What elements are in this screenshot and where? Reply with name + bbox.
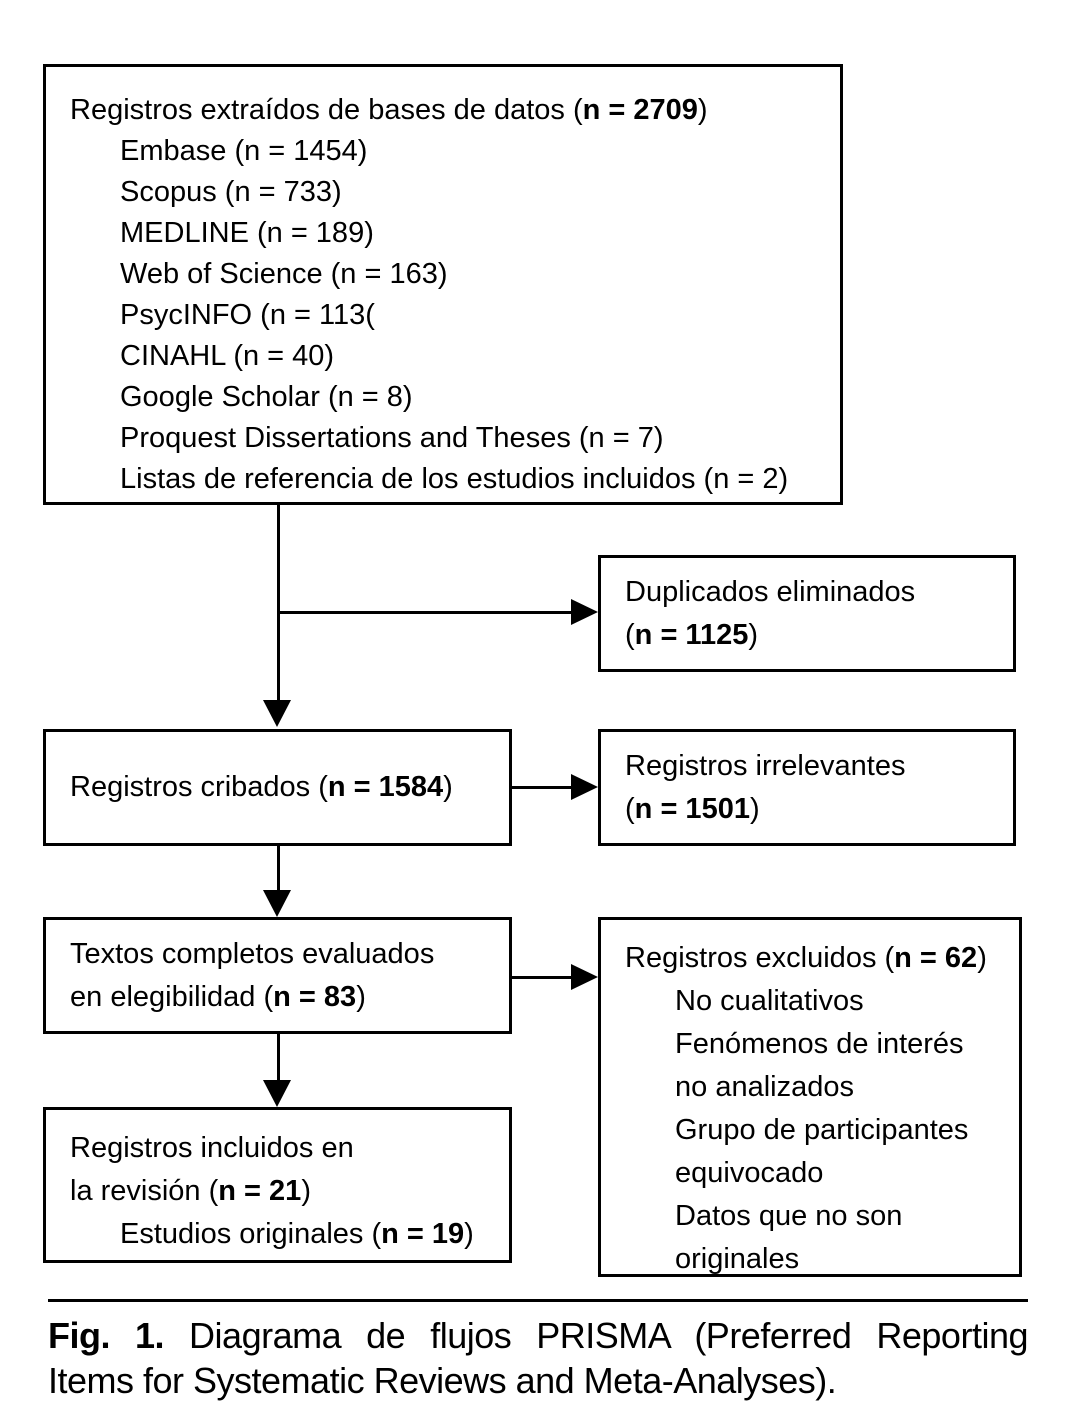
- arrow-fulltext-to-excluded-shaft: [512, 976, 573, 979]
- caption-line-1: Fig. 1. Diagrama de flujos PRISMA (Prefe…: [48, 1313, 1028, 1358]
- box-line: (n = 1125): [625, 618, 759, 651]
- count-value: n = 1501: [634, 792, 750, 825]
- box-records-included: Registros incluidos en la revisión (n = 2…: [43, 1107, 512, 1263]
- box-line: Registros irrelevantes: [625, 749, 906, 782]
- box-line: Duplicados eliminados: [625, 575, 916, 608]
- arrow-screened-to-fulltext-shaft: [277, 846, 280, 892]
- box-line: PsycINFO (n = 113(: [120, 299, 375, 331]
- box-line: Registros extraídos de bases de datos (n…: [70, 94, 708, 126]
- box-irrelevant-records: Registros irrelevantes (n = 1501): [598, 729, 1016, 846]
- count-value: n = 83: [273, 980, 357, 1013]
- caption-line-2: Items for Systematic Reviews and Meta-An…: [48, 1360, 837, 1401]
- box-line: (n = 1501): [625, 792, 760, 825]
- box-line: Registros excluidos (n = 62): [625, 942, 987, 974]
- count-value: n = 1125: [634, 618, 749, 651]
- caption-text-part1: Diagrama de flujos PRISMA (Preferred Rep…: [164, 1315, 1028, 1356]
- box-line: Google Scholar (n = 8): [120, 381, 413, 413]
- box-line: Proquest Dissertations and Theses (n = 7…: [120, 422, 664, 454]
- arrowhead-down-icon: [263, 1080, 291, 1107]
- box-records-screened: Registros cribados (n = 1584): [43, 729, 512, 846]
- box-line: No cualitativos: [675, 985, 864, 1017]
- box-line: Datos que no son: [675, 1200, 903, 1232]
- count-value: n = 19: [381, 1218, 465, 1250]
- arrowhead-down-icon: [263, 890, 291, 917]
- arrowhead-right-icon: [571, 774, 598, 800]
- arrowhead-right-icon: [571, 964, 598, 990]
- box-fulltext-assessed: Textos completos evaluados en elegibilida…: [43, 917, 512, 1034]
- box-line: Listas de referencia de los estudios inc…: [120, 463, 789, 495]
- box-line: Estudios originales (n = 19): [120, 1218, 474, 1250]
- arrow-identification-to-screened-shaft: [277, 505, 280, 702]
- box-line: MEDLINE (n = 189): [120, 217, 374, 249]
- box-line: Textos completos evaluados: [70, 937, 435, 970]
- figure-number-label: Fig. 1.: [48, 1315, 165, 1356]
- box-line: equivocado: [675, 1157, 824, 1189]
- arrowhead-down-icon: [263, 700, 291, 727]
- box-line: Fenómenos de interés: [675, 1028, 964, 1060]
- box-line: Web of Science (n = 163): [120, 258, 448, 290]
- box-line: Embase (n = 1454): [120, 135, 368, 167]
- caption-divider-rule: [48, 1299, 1028, 1302]
- count-value: n = 1584: [327, 771, 444, 803]
- box-line: no analizados: [675, 1071, 854, 1103]
- arrowhead-right-icon: [571, 599, 598, 625]
- box-line: Registros incluidos en: [70, 1132, 354, 1164]
- box-line: en elegibilidad (n = 83): [70, 980, 366, 1013]
- box-line: la revisión (n = 21): [70, 1175, 311, 1207]
- count-value: n = 62: [894, 942, 978, 974]
- box-line: CINAHL (n = 40): [120, 340, 335, 372]
- arrow-to-duplicates-shaft: [277, 611, 573, 614]
- box-line: Scopus (n = 733): [120, 176, 342, 208]
- box-records-identified: Registros extraídos de bases de datos (n…: [43, 64, 843, 505]
- box-line: originales: [675, 1243, 800, 1275]
- count-value: n = 2709: [582, 94, 698, 126]
- box-records-excluded: Registros excluidos (n = 62) No cualitati…: [598, 917, 1022, 1277]
- box-duplicates-removed: Duplicados eliminados (n = 1125): [598, 555, 1016, 672]
- arrow-fulltext-to-included-shaft: [277, 1034, 280, 1080]
- arrow-screened-to-irrelevant-shaft: [512, 786, 573, 789]
- box-line: Grupo de participantes: [675, 1114, 969, 1146]
- figure-caption: Fig. 1. Diagrama de flujos PRISMA (Prefe…: [48, 1313, 1028, 1403]
- count-value: n = 21: [218, 1175, 302, 1207]
- box-line: Registros cribados (n = 1584): [70, 771, 453, 803]
